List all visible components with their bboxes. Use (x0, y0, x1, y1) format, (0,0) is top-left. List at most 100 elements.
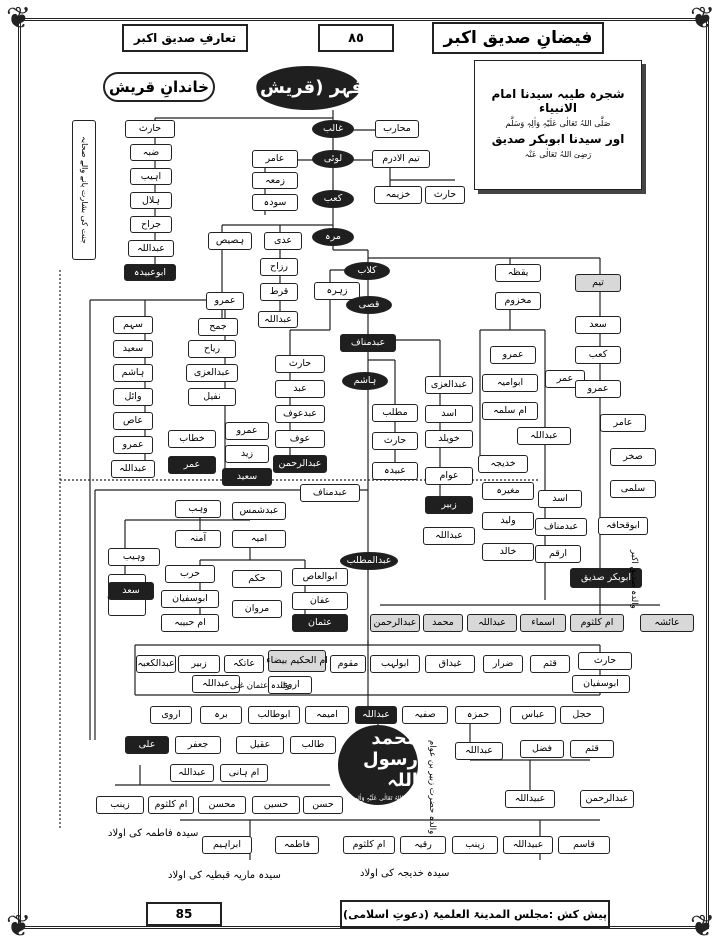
node-harith1: حارث (125, 120, 175, 138)
node-sahm: سہم (113, 316, 153, 334)
caption-mother-uthman: والدہ عثمان غنی (230, 681, 290, 691)
node-kilab: کلاب (344, 262, 390, 280)
node-umm-habiba: ام حبیبہ (161, 614, 219, 632)
caption-mother-zubair: والدہ حضرت زبیر بن عوام (427, 740, 437, 835)
node-saad2: سعد (108, 582, 154, 600)
ornament-icon: ❦ (690, 909, 716, 944)
node-amir2: عامر (600, 414, 646, 432)
node-zama: زمعہ (252, 172, 298, 189)
header-left-title: تعارفِ صدیق اکبر (122, 24, 248, 52)
node-abdullah7: عبداللہ (192, 675, 240, 693)
node-marwan: مروان (232, 600, 282, 618)
node-umm-hakim: ام الحکیم بیضاء (266, 650, 328, 672)
node-huzaima: خزیمہ (374, 186, 422, 204)
node-abu-ubayda: ابوعبیدہ (124, 264, 176, 281)
node-amr1: عمرو (206, 292, 244, 310)
footer-page-number: 85 (146, 902, 222, 926)
node-ubaydullah2: عبیداللہ (503, 836, 553, 854)
node-talib: طالب (290, 736, 336, 754)
node-abd-uzza2: عبدالعزی (425, 376, 473, 394)
title-line-3: اور سیدنا ابوبکر صدیق (491, 132, 625, 146)
node-zaynab2: زینب (452, 836, 498, 854)
node-aisha: عائشہ (640, 614, 694, 632)
node-taym: تیم (575, 274, 621, 292)
title-line-4: رَضِیَ اللہُ تَعَالٰی عَنْہ (524, 150, 592, 159)
side-note: جنت کی بشارت پانے والے صحابہ (79, 136, 89, 244)
node-amr2: عمرو (113, 436, 153, 454)
node-muhammad1: محمد (423, 614, 463, 632)
node-makhzum: مخزوم (495, 292, 541, 310)
node-asma: اسماء (520, 614, 566, 632)
node-aas: عاص (113, 412, 153, 430)
footer-publisher: پیش کش :مجلس المدینۃ العلمیۃ (دعوتِ اسلا… (340, 900, 610, 928)
node-abdullah6: عبداللہ (467, 614, 517, 632)
node-amr4: عمرو (490, 346, 536, 364)
node-abd-shams: عبدشمس (232, 502, 286, 520)
node-walid: ولید (482, 512, 534, 530)
node-dabba: ضبہ (130, 144, 172, 161)
node-jafar: جعفر (175, 736, 221, 754)
node-affan: عفان (292, 592, 348, 610)
node-umayya: امیہ (232, 530, 286, 548)
node-khuwaylid: خویلد (425, 430, 473, 448)
node-hasan: حسن (303, 796, 343, 814)
family-title: خاندانِ قریش (103, 72, 215, 102)
node-mughira: مغیرہ (482, 482, 534, 500)
node-abu-quhafa: ابوقحافہ (598, 517, 648, 535)
node-taym-adram: تیم الادرم (372, 150, 430, 168)
node-abdullah4: عبداللہ (423, 527, 475, 545)
node-abd-muttalib: عبدالمطلب (340, 552, 398, 570)
node-abdullah-father: عبداللہ (355, 706, 397, 724)
node-abu-sufyan2: ابوسفیان (572, 675, 630, 693)
node-saeed2: سعید (222, 468, 272, 486)
node-abd-rahman3: عبدالرحمن (580, 790, 634, 808)
node-amina: آمنہ (175, 530, 221, 548)
node-yaqaza: یقظہ (495, 264, 541, 282)
node-zayd: زید (225, 445, 269, 463)
caption-khadija-children: سیدہ خدیجہ کی اولاد (360, 868, 450, 879)
node-abdullah1: عبداللہ (128, 240, 174, 257)
node-ruqayya: رقیہ (400, 836, 446, 854)
header-page-number: ٨٥ (318, 24, 394, 52)
emblem-name: محمد رسول اللہ (363, 728, 418, 791)
node-khattab: خطاب (168, 430, 216, 448)
node-ghalib: غالب (312, 120, 354, 138)
node-muttalib: مطلب (372, 404, 418, 422)
node-abu-talib: ابوطالب (248, 706, 300, 724)
node-muhsin: محسن (198, 796, 246, 814)
node-abdullah9: عبداللہ (455, 742, 503, 760)
node-abdullah5: عبداللہ (517, 427, 571, 445)
ornament-icon: ❦ (690, 1, 716, 36)
node-khadija: خدیجہ (478, 455, 528, 473)
node-amir1: عامر (252, 150, 298, 168)
node-atika: عاتکہ (224, 655, 264, 673)
node-qurt: قرط (260, 283, 298, 301)
node-wahb: وہب (175, 500, 221, 518)
node-hajl: حجل (560, 706, 604, 724)
node-qutham1: قثم (530, 655, 570, 673)
node-asad1: اسد (425, 405, 473, 423)
node-abdullah3: عبداللہ (111, 460, 155, 478)
node-salma: سلمی (610, 480, 656, 498)
node-hashim1: ہاشم (113, 364, 153, 382)
node-riyah1: رزاح (260, 258, 298, 276)
node-jumah: جمح (198, 318, 238, 336)
node-harith5: حارث (578, 652, 632, 670)
node-sakhr: صخر (610, 448, 656, 466)
node-umar: عمر (168, 456, 216, 474)
node-abubakr: ابوبکر صدیق (570, 568, 642, 588)
node-barra: برہ (200, 706, 242, 724)
node-abd-kaba: عبدالکعبہ (136, 655, 176, 673)
node-luayy: لوئی (312, 150, 354, 168)
node-umm-kulthum2: ام کلثوم (148, 796, 194, 814)
node-husayn: حسین (252, 796, 300, 814)
node-wuhayb: وہیب (108, 548, 160, 566)
node-zuhra: زہرہ (314, 282, 360, 300)
ornament-icon: ❦ (6, 1, 32, 36)
node-umm-hani: ام ہانی (220, 764, 268, 782)
emblem-sub: صَلَّی اللہُ تَعَالٰی عَلَیْہِ وَاٰلِہٖ … (338, 795, 418, 802)
node-sawda: سودہ (252, 194, 298, 211)
node-ubayda: عبیدہ (372, 462, 418, 480)
node-abd-manaf3: عبدمناف (535, 518, 587, 536)
node-uthman: عثمان (292, 614, 348, 632)
